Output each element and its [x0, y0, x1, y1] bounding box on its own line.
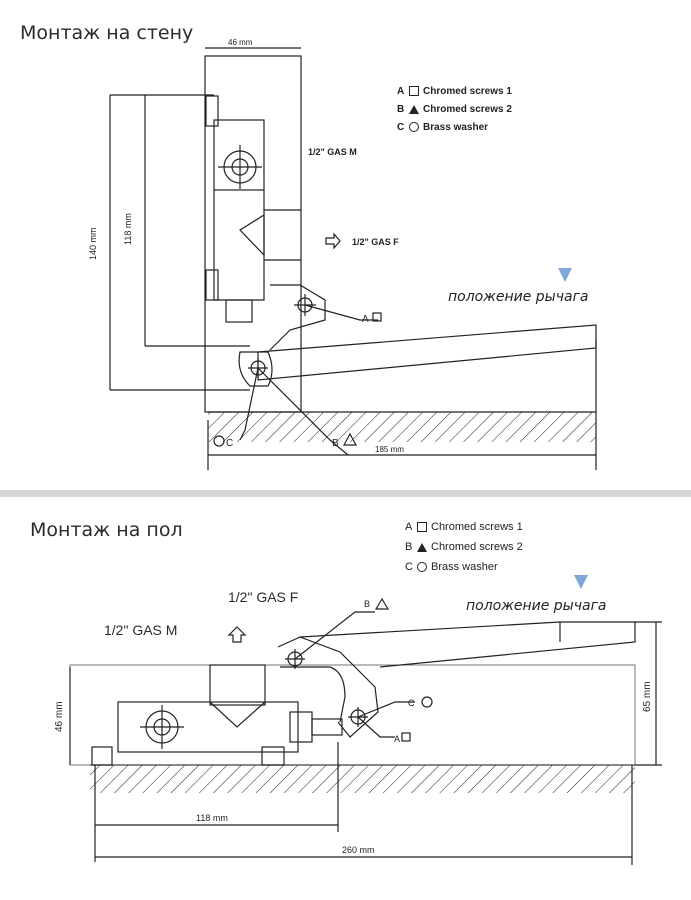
callout-a-label: A: [394, 734, 400, 744]
floor-mount-title: Монтаж на пол: [30, 519, 183, 541]
wall-mount-title: Монтаж на стену: [20, 22, 194, 44]
circle-icon: [417, 562, 427, 572]
wall-mount-panel: Монтаж на стену A Chromed screws 1 B Chr…: [20, 22, 597, 470]
base-outline: [69, 664, 636, 766]
dim-185-text: 185 mm: [375, 445, 404, 454]
floor-mount-panel: Монтаж на пол A Chromed screws 1 B Chrom…: [0, 497, 691, 900]
dim-118-text: 118 mm: [123, 213, 133, 245]
square-icon: [409, 86, 419, 96]
callout-c-leader: [239, 367, 259, 441]
legend-item-a: A Chromed screws 1: [397, 85, 512, 97]
valve-body: [117, 701, 299, 753]
legend-item-b: B Chromed screws 2: [397, 103, 512, 115]
legend-item-c: C Brass washer: [397, 121, 489, 133]
legend-item-c: C Brass washer: [405, 561, 498, 573]
dim-140-text: 140 mm: [88, 227, 98, 260]
pedal-lever: [299, 621, 636, 668]
wall-plate: [204, 55, 302, 413]
square-icon: [417, 522, 427, 532]
callout-b-label: B: [332, 438, 339, 449]
pedal-lever: [257, 324, 597, 381]
triangle-icon: [417, 542, 427, 552]
callout-b-leader: [257, 367, 349, 456]
dim-46-text: 46 mm: [228, 38, 253, 47]
gas-f-label: 1/2" GAS F: [352, 237, 399, 247]
dim-46-text: 46 mm: [54, 701, 65, 732]
outlet-arrow-icon: [325, 232, 341, 250]
lever-position-arrow-icon: [558, 268, 572, 282]
floor-hatch: [90, 765, 635, 793]
lever-position-label: положение рычага: [448, 289, 589, 305]
legend-item-b: B Chromed screws 2: [405, 541, 523, 553]
triangle-icon: [409, 104, 419, 114]
callout-a-label: A: [362, 314, 369, 325]
panel-divider: [0, 490, 691, 497]
callout-b-label: B: [364, 599, 370, 609]
valve-body: [213, 119, 265, 191]
floor-hatch: [208, 412, 596, 442]
legend-item-a: A Chromed screws 1: [405, 521, 523, 533]
wall-mount-drawing: 46 mm 140 mm 118 mm 185 mm 1/2" GAS M 1/…: [88, 38, 597, 470]
valve-stem: [213, 190, 265, 301]
callout-c-label: C: [226, 438, 233, 449]
circle-icon: [409, 122, 419, 132]
callout-c-leader: [357, 701, 415, 718]
gas-f-label: 1/2" GAS F: [228, 589, 299, 605]
lever-position-label: положение рычага: [466, 598, 607, 614]
callout-a-leader: [357, 716, 395, 738]
gas-m-label: 1/2" GAS M: [104, 622, 178, 638]
floor-mount-drawing: 46 mm 65 mm 118 mm 260 mm B C A: [54, 597, 662, 865]
dim-118-text: 118 mm: [196, 813, 228, 823]
dim-65-text: 65 mm: [642, 681, 653, 712]
wall-legend: A Chromed screws 1 B Chromed screws 2 C …: [397, 82, 512, 136]
callout-b-leader: [294, 611, 375, 660]
inlet-arrow-icon: [227, 626, 247, 643]
gas-m-label: 1/2" GAS M: [308, 147, 357, 157]
callout-c-label: C: [408, 698, 415, 708]
lever-bracket: [269, 284, 326, 351]
callout-a-leader: [304, 304, 378, 321]
dim-260-text: 260 mm: [342, 845, 375, 855]
lever-position-arrow-icon: [574, 575, 588, 589]
floor-legend: A Chromed screws 1 B Chromed screws 2 C …: [405, 517, 523, 577]
